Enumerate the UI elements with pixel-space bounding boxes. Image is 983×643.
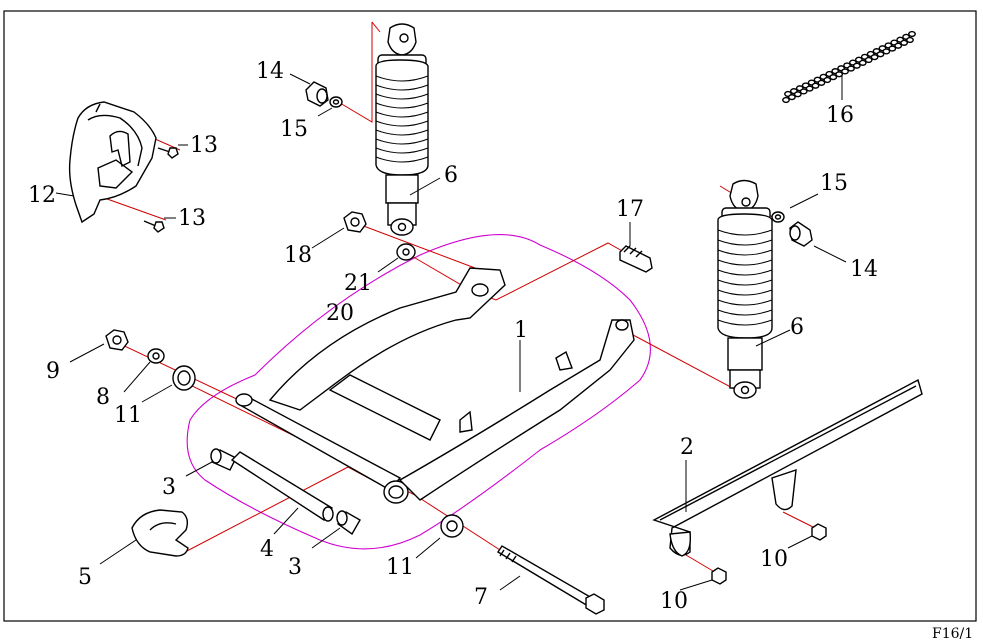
callout-11-right: 11 (386, 555, 414, 580)
callout-9: 9 (46, 359, 60, 384)
callout-1: 1 (514, 318, 528, 343)
callout-18: 18 (284, 243, 312, 268)
bushing-upper (210, 448, 237, 471)
chain-link (908, 30, 916, 38)
chain-link (894, 42, 903, 49)
right-shock-absorber (717, 179, 773, 399)
callout-11-left: 11 (114, 403, 142, 428)
callout-labels: 1 2 3 3 4 5 6 6 7 8 9 10 10 11 11 12 13 … (28, 59, 878, 614)
callout-21: 21 (344, 271, 372, 296)
axle-bolt-17 (619, 245, 653, 273)
callout-6-left: 6 (444, 163, 458, 188)
chain-link (864, 56, 873, 64)
washer-8 (147, 348, 165, 364)
callout-3-upper: 3 (162, 475, 176, 500)
callout-14-right: 14 (850, 257, 878, 282)
chain-link (799, 88, 808, 95)
chain-link (870, 54, 879, 61)
chain-link (858, 59, 867, 66)
callout-3-lower: 3 (288, 555, 302, 580)
chain-link (788, 94, 796, 101)
flange-nut-9 (105, 329, 129, 351)
chain-link (852, 62, 861, 69)
cap-nut-left (305, 81, 329, 107)
sprocket-cover (68, 101, 157, 224)
left-shock-absorber (375, 23, 429, 236)
chain-link (876, 51, 885, 58)
callout-15-right: 15 (820, 171, 848, 196)
chain-link (811, 82, 820, 89)
guard-screw-left (711, 567, 727, 585)
chain-link (829, 74, 838, 81)
chain-guard (652, 378, 923, 557)
cover-screw-upper (157, 147, 179, 159)
callout-20: 20 (326, 301, 354, 326)
chain-link (882, 48, 891, 55)
swingarm-assembly-outline (186, 234, 651, 550)
callout-7: 7 (474, 585, 488, 610)
collar-pipe (230, 451, 334, 522)
guard-screw-right (811, 523, 827, 541)
pivot-bolt (497, 545, 605, 615)
chain-link (906, 36, 914, 44)
chain-slider (131, 509, 189, 557)
callout-13-lower: 13 (178, 206, 206, 231)
washer-left (329, 96, 343, 108)
dust-seal-11-left (172, 365, 196, 391)
callout-14-left: 14 (256, 59, 284, 84)
bushing-lower (336, 510, 361, 536)
pivot-nut-18 (343, 211, 367, 233)
chain-link (900, 39, 908, 46)
washer-21 (396, 243, 416, 261)
callout-4: 4 (260, 537, 274, 562)
diagram-frame (3, 10, 977, 622)
callout-13-upper: 13 (190, 133, 218, 158)
chain-link (793, 91, 802, 98)
swing-arm (235, 267, 635, 504)
chain-link (805, 85, 814, 92)
callout-10-right: 10 (760, 547, 788, 572)
callout-15-left: 15 (280, 117, 308, 142)
callout-5: 5 (78, 565, 92, 590)
callout-12: 12 (28, 183, 56, 208)
chain-link (782, 96, 790, 104)
chain-link (817, 79, 826, 86)
figure-reference: F16/1 (932, 626, 973, 642)
chain-link (847, 65, 855, 72)
chain-link (841, 68, 849, 75)
drive-chain (782, 30, 916, 104)
washer-right (771, 211, 785, 223)
callout-10-left: 10 (660, 589, 688, 614)
chain-link (823, 76, 832, 84)
callout-8: 8 (96, 385, 110, 410)
chain-link (888, 45, 897, 52)
callout-16: 16 (826, 103, 854, 128)
callout-17: 17 (616, 197, 644, 222)
callout-6-right: 6 (790, 315, 804, 340)
cover-screw-lower (143, 220, 165, 233)
callout-2: 2 (680, 435, 694, 460)
dust-seal-11-right (440, 514, 464, 538)
cap-nut-right (789, 221, 813, 247)
leader-lines (55, 73, 847, 591)
